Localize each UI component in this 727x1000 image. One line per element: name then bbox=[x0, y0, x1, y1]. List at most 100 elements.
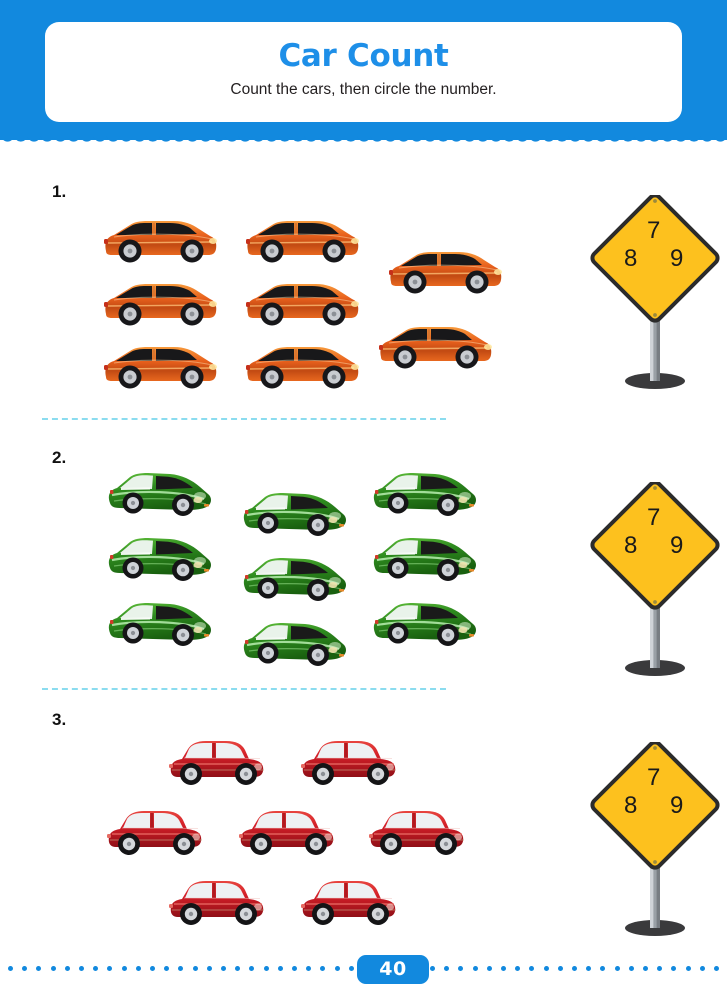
footer-dot bbox=[235, 966, 241, 971]
car-item bbox=[292, 733, 412, 793]
footer-dot bbox=[557, 966, 563, 971]
car-item bbox=[242, 209, 362, 269]
car-item bbox=[375, 315, 495, 375]
car-item bbox=[98, 803, 218, 863]
footer-dot bbox=[306, 966, 312, 971]
problem-number-label: 1. bbox=[52, 182, 67, 201]
page-number-badge: 40 bbox=[357, 955, 429, 984]
car-item bbox=[365, 593, 485, 653]
footer-dot bbox=[221, 966, 226, 971]
footer-dot bbox=[64, 966, 70, 971]
footer-dot bbox=[657, 966, 663, 971]
car-item bbox=[385, 240, 505, 300]
car-item bbox=[235, 613, 355, 673]
car-item bbox=[235, 548, 355, 608]
footer-dot bbox=[206, 966, 212, 971]
section-divider bbox=[42, 418, 446, 420]
answer-option-9[interactable]: 9 bbox=[670, 792, 684, 819]
car-item bbox=[365, 463, 485, 523]
car-item bbox=[360, 803, 480, 863]
footer: 40 bbox=[0, 955, 727, 985]
footer-dot bbox=[36, 966, 42, 971]
scallop-edge-decoration bbox=[0, 131, 727, 142]
car-item bbox=[292, 873, 412, 933]
problem-number-label: 2. bbox=[52, 448, 67, 467]
car-item bbox=[100, 593, 220, 653]
car-item bbox=[242, 335, 362, 395]
answer-option-7[interactable]: 7 bbox=[647, 504, 661, 531]
footer-dot bbox=[320, 966, 326, 971]
car-item bbox=[100, 209, 220, 269]
footer-dots-left bbox=[8, 966, 354, 973]
footer-dot bbox=[150, 966, 155, 971]
footer-dot bbox=[501, 966, 506, 971]
footer-dot bbox=[699, 966, 705, 971]
footer-dot bbox=[249, 966, 255, 971]
answer-option-9[interactable]: 9 bbox=[670, 532, 684, 559]
footer-dot bbox=[529, 966, 535, 971]
footer-dot bbox=[600, 966, 606, 971]
car-item bbox=[242, 272, 362, 332]
answer-option-9[interactable]: 9 bbox=[670, 245, 684, 272]
footer-dot bbox=[135, 966, 141, 971]
footer-dot bbox=[444, 966, 450, 971]
car-item bbox=[235, 483, 355, 543]
answer-option-7[interactable]: 7 bbox=[647, 764, 661, 791]
footer-dot bbox=[543, 966, 549, 971]
footer-dot bbox=[22, 966, 28, 971]
footer-dot bbox=[192, 966, 198, 971]
problem-section-2: 2. bbox=[0, 438, 727, 688]
footer-dot bbox=[458, 966, 464, 971]
car-item bbox=[160, 733, 280, 793]
footer-dot bbox=[472, 966, 478, 971]
footer-dot bbox=[263, 966, 269, 971]
answer-option-8[interactable]: 8 bbox=[624, 792, 638, 819]
problem-number-label: 3. bbox=[52, 710, 67, 729]
footer-dot bbox=[586, 966, 592, 971]
answer-option-8[interactable]: 8 bbox=[624, 245, 638, 272]
footer-dot bbox=[430, 966, 435, 971]
footer-dot bbox=[628, 966, 634, 971]
footer-dot bbox=[671, 966, 677, 971]
car-item bbox=[365, 528, 485, 588]
footer-dot bbox=[121, 966, 127, 971]
car-item bbox=[100, 272, 220, 332]
car-group-3 bbox=[70, 715, 530, 945]
car-item bbox=[230, 803, 350, 863]
footer-dot bbox=[292, 966, 297, 971]
footer-dot bbox=[643, 966, 648, 971]
footer-dot bbox=[348, 966, 354, 971]
answer-option-8[interactable]: 8 bbox=[624, 532, 638, 559]
footer-dot bbox=[178, 966, 184, 971]
car-group-1 bbox=[70, 187, 530, 417]
footer-dot bbox=[107, 966, 113, 971]
problem-section-3: 3. bbox=[0, 700, 727, 950]
footer-dot bbox=[572, 966, 577, 971]
header-card: Car Count Count the cars, then circle th… bbox=[45, 22, 682, 122]
car-group-2 bbox=[70, 453, 530, 683]
answer-option-7[interactable]: 7 bbox=[647, 217, 661, 244]
footer-dot bbox=[93, 966, 99, 971]
car-item bbox=[100, 463, 220, 523]
footer-dot bbox=[79, 966, 84, 971]
car-item bbox=[100, 528, 220, 588]
problem-section-1: 1. bbox=[0, 172, 727, 422]
page-instruction: Count the cars, then circle the number. bbox=[230, 81, 497, 98]
car-item bbox=[100, 335, 220, 395]
footer-dots-right bbox=[430, 966, 722, 973]
page-title: Car Count bbox=[278, 38, 449, 74]
footer-dot bbox=[515, 966, 521, 971]
car-item bbox=[160, 873, 280, 933]
footer-dot bbox=[486, 966, 492, 971]
footer-dot bbox=[334, 966, 340, 971]
section-divider bbox=[42, 688, 446, 690]
footer-dot bbox=[8, 966, 13, 971]
footer-dot bbox=[614, 966, 620, 971]
footer-dot bbox=[685, 966, 691, 971]
footer-dot bbox=[164, 966, 170, 971]
footer-dot bbox=[277, 966, 283, 971]
footer-dot bbox=[50, 966, 56, 971]
